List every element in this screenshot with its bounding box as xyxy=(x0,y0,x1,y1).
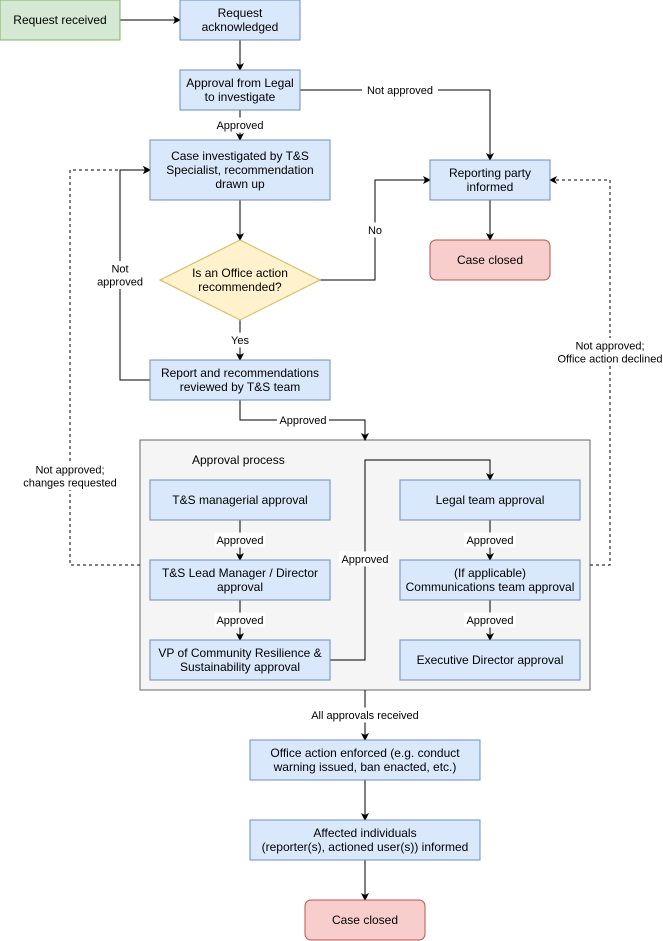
not-approved-declined-edge-text: Not approved;Office action declined xyxy=(558,341,663,366)
edge-group-changes-requested-to-investigated xyxy=(69,166,151,566)
approved-comms-edge-text: Approved xyxy=(466,615,513,627)
ts-managerial-approval-shape xyxy=(149,479,331,521)
legal-team-approval-node: Legal team approval xyxy=(399,479,581,521)
legal-approval-investigate-shape xyxy=(179,69,301,111)
affected-individuals-informed-shape xyxy=(249,819,481,861)
report-reviewed-shape xyxy=(149,359,331,401)
not-approved-legal-edge-text: Not approved xyxy=(367,85,433,97)
all-approvals-edge-label: All approvals received xyxy=(297,707,433,723)
approved-legal-team-edge-label: Approved xyxy=(464,532,516,548)
request-received-label: Request received xyxy=(13,13,106,27)
affected-individuals-informed-node: Affected individuals(reporter(s), action… xyxy=(249,819,481,861)
approved-managerial-edge-label: Approved xyxy=(214,532,266,548)
approved-vp-edge-label: Approved xyxy=(339,551,391,567)
ts-managerial-approval-label: T&S managerial approval xyxy=(172,493,307,507)
case-investigated-shape xyxy=(149,139,331,201)
communications-approval-shape xyxy=(399,559,581,601)
case-closed-bottom-label: Case closed xyxy=(332,913,398,927)
request-acknowledged-shape xyxy=(179,0,301,41)
approved-lead-edge-label: Approved xyxy=(214,612,266,628)
case-closed-bottom-node: Case closed xyxy=(304,899,426,941)
all-approvals-edge-text: All approvals received xyxy=(311,710,419,722)
vp-approval-label: VP of Community Resilience &Sustainabili… xyxy=(158,646,321,674)
approved-legal-team-edge-text: Approved xyxy=(466,535,513,547)
case-closed-top-label: Case closed xyxy=(457,253,523,267)
no-edge-text: No xyxy=(368,225,382,237)
case-closed-top-shape xyxy=(429,239,551,281)
case-closed-bottom-shape xyxy=(304,899,426,941)
not-approved-changes-edge-label: Not approved;changes requested xyxy=(17,462,123,490)
approved-legal-edge-text: Approved xyxy=(216,120,263,132)
yes-edge-label: Yes xyxy=(229,332,251,348)
approved-managerial-edge-text: Approved xyxy=(216,535,263,547)
approved-review-edge-label: Approved xyxy=(277,412,329,428)
approved-review-edge-text: Approved xyxy=(279,415,326,427)
approved-comms-edge-label: Approved xyxy=(464,612,516,628)
office-action-enforced-shape xyxy=(249,739,481,781)
executive-director-approval-node: Executive Director approval xyxy=(399,639,581,681)
not-approved-legal-edge-label: Not approved xyxy=(362,82,438,98)
affected-individuals-informed-label: Affected individuals(reporter(s), action… xyxy=(262,826,469,854)
not-approved-changes-edge-text: Not approved;changes requested xyxy=(23,465,117,490)
edge-group-declined-to-reporting xyxy=(549,176,611,566)
ts-managerial-approval-node: T&S managerial approval xyxy=(149,479,331,521)
communications-approval-label: (If applicable)Communications team appro… xyxy=(406,566,575,594)
yes-edge-text: Yes xyxy=(231,335,249,347)
vp-approval-shape xyxy=(149,639,331,681)
reporting-party-informed-shape xyxy=(429,159,551,201)
no-edge-label: No xyxy=(367,222,383,238)
office-action-decision-shape xyxy=(158,239,322,321)
request-received-shape xyxy=(0,0,121,41)
ts-lead-manager-approval-shape xyxy=(149,559,331,601)
communications-approval-node: (If applicable)Communications team appro… xyxy=(399,559,581,601)
request-received-node: Request received xyxy=(0,0,121,41)
not-approved-declined-edge-label: Not approved;Office action declined xyxy=(542,338,663,366)
vp-approval-node: VP of Community Resilience &Sustainabili… xyxy=(149,639,331,681)
legal-team-approval-label: Legal team approval xyxy=(436,493,545,507)
executive-director-approval-label: Executive Director approval xyxy=(417,653,564,667)
executive-director-approval-shape xyxy=(399,639,581,681)
approved-legal-edge-label: Approved xyxy=(214,117,266,133)
approval-process-title: Approval process xyxy=(192,453,285,467)
edge-vp-to-legal-team xyxy=(330,459,494,661)
approved-lead-edge-text: Approved xyxy=(216,615,263,627)
legal-team-approval-shape xyxy=(399,479,581,521)
case-closed-top-node: Case closed xyxy=(429,239,551,281)
approved-vp-edge-text: Approved xyxy=(341,554,388,566)
